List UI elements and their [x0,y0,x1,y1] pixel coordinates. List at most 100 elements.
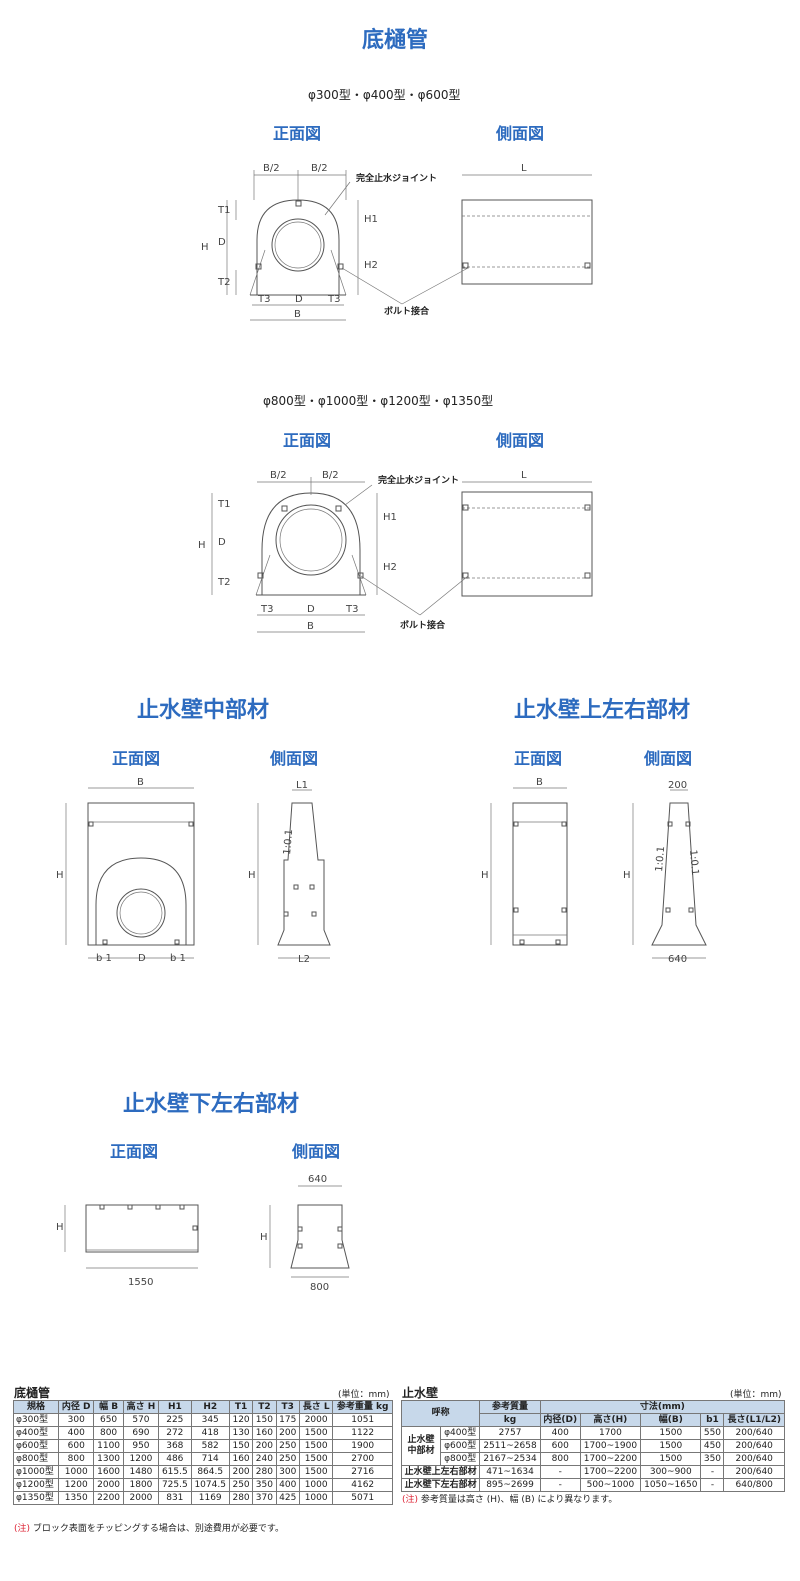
table-cell: 1500 [640,1452,702,1466]
dim-b2-right-2: B/2 [322,470,339,481]
lower-dim-640: 640 [308,1174,327,1185]
table-cell: 370 [252,1491,277,1505]
table-cell: 300~900 [640,1465,702,1479]
table-cell: 1700 [579,1426,642,1440]
section2-side-label: 側面図 [496,431,545,450]
upper-part-title: 止水壁上左右部材 [514,698,691,723]
row-label: φ300型 [12,1413,60,1427]
dim-t3-left-2: T3 [260,604,273,615]
dim-t1: T1 [217,205,230,216]
table-cell: 250 [275,1439,300,1453]
row-label: φ1000型 [12,1465,60,1479]
table-header: 長さ L [298,1400,334,1414]
bolt-label: ボルト接合 [384,305,430,317]
dim-h: H [201,242,209,253]
table-cell: 1122 [332,1426,393,1440]
pipe-large-side-drawing: L [419,470,593,616]
table-cell: 1200 [58,1478,95,1492]
table-cell: 714 [190,1452,230,1466]
table-cell: 1480 [122,1465,160,1479]
table-cell: 800 [539,1452,581,1466]
dim-d-bottom: D [295,294,303,305]
table-cell: - [700,1465,725,1479]
table-cell: 200 [228,1465,254,1479]
table-cell: 1300 [93,1452,124,1466]
row-label: φ400型 [12,1426,60,1440]
table-header: 内径 D [58,1400,95,1414]
table-cell: 150 [252,1413,277,1427]
joint-label: 完全止水ジョイント [356,172,437,184]
dim-h2-2: H2 [383,562,397,573]
dim-l: L [521,163,527,174]
dim-t2-2: T2 [217,577,230,588]
table-header-row: 呼称 参考質量 寸法(mm) [400,1400,786,1427]
page-title: 底樋管 [362,28,429,53]
table-cell: 582 [190,1439,230,1453]
table-cell: 725.5 [158,1478,192,1492]
upper-dim-b: B [536,777,543,788]
lower-front-drawing: 1550 H [56,1204,199,1288]
dim-b-2: B [307,621,314,632]
table-cell: 471~1634 [479,1465,541,1479]
dim-h1-2: H1 [383,512,397,523]
upper-dim-slope-right: 1:0.1 [687,849,700,876]
table-header: H1 [158,1400,192,1414]
table-cell: 1500 [640,1426,702,1440]
table-cell: 500~1000 [579,1478,642,1492]
upper-front-drawing: B H [481,777,568,946]
dim-b2-right: B/2 [311,163,328,174]
table-cell: 1700~1900 [579,1439,642,1453]
mid-dim-h-side: H [248,870,256,881]
table-cell: 5071 [332,1491,393,1505]
table-cell: 1200 [122,1452,160,1466]
section2-front-label: 正面図 [283,431,332,450]
dim-b: B [294,309,301,320]
table-cell: 200 [252,1439,277,1453]
table-cell: 950 [122,1439,160,1453]
table-cell: 止水壁上左右部材 [400,1465,481,1479]
table1-unit: (単位：mm) [338,1390,390,1400]
culvert-spec-table: 規格 内径 D 幅 B 高さ H H1 H2 T1 T2 T3 長さ L 参考重… [12,1400,393,1505]
table-header: 規格 [12,1400,60,1414]
table-header: 内径(D) [539,1413,581,1427]
table2-unit: (単位：mm) [730,1390,782,1400]
dim-t3-right: T3 [327,294,340,305]
table-cell: 1000 [298,1478,334,1492]
mid-dim-b1-left: b 1 [96,953,112,964]
table-cell: φ600型 [439,1439,481,1453]
table-cell: 400 [58,1426,95,1440]
table-cell: 350 [700,1452,725,1466]
table-cell: 272 [158,1426,192,1440]
note-text: ブロック表面をチッピングする場合は、別途費用が必要です。 [32,1524,285,1534]
upper-dim-640: 640 [668,954,687,965]
table-cell: 1700~2200 [579,1465,642,1479]
note-mark: (注) [14,1524,31,1534]
table-cell: 1000 [298,1491,334,1505]
table-cell: 640/800 [723,1478,785,1492]
table-cell: 690 [122,1426,160,1440]
pipe-large-front-drawing: B/2 B/2 H T1 D T2 H1 H2 T3 D T3 B 完全止水ジョ… [198,470,459,633]
table-cell: 895~2699 [479,1478,541,1492]
mid-dim-b: B [137,777,144,788]
section2-models: φ800型・φ1000型・φ1200型・φ1350型 [263,394,494,408]
table-header: kg [479,1413,541,1427]
table-cell: 160 [252,1426,277,1440]
upper-dim-slope-left: 1:0.1 [654,846,667,873]
table-cell: φ800型 [439,1452,481,1466]
dim-t2: T2 [217,277,230,288]
pipe-small-front-drawing: B/2 B/2 H T1 T2 D H1 H2 T3 D T3 B 完全止水ジョ… [201,163,437,321]
table-cell: 800 [93,1426,124,1440]
section1-side-label: 側面図 [496,124,545,143]
table-cell: - [539,1465,581,1479]
cutoff-wall-spec-table: 呼称 参考質量 寸法(mm) kg 内径(D) 高さ(H) 幅(B) b1 長さ… [400,1400,786,1492]
mid-dim-slope: 1:0.1 [282,829,295,856]
lower-front-label: 正面図 [110,1142,159,1161]
table-cell: 2200 [93,1491,124,1505]
dim-t1-2: T1 [217,499,230,510]
table1-note: (注) ブロック表面をチッピングする場合は、別途費用が必要です。 [14,1521,284,1534]
table-header: 参考重量 kg [332,1400,393,1414]
note-mark: (注) [402,1495,419,1505]
upper-side-label: 側面図 [644,749,693,768]
mid-side-drawing: L1 H 1:0.1 L2 [248,780,331,965]
table-cell: 4162 [332,1478,393,1492]
